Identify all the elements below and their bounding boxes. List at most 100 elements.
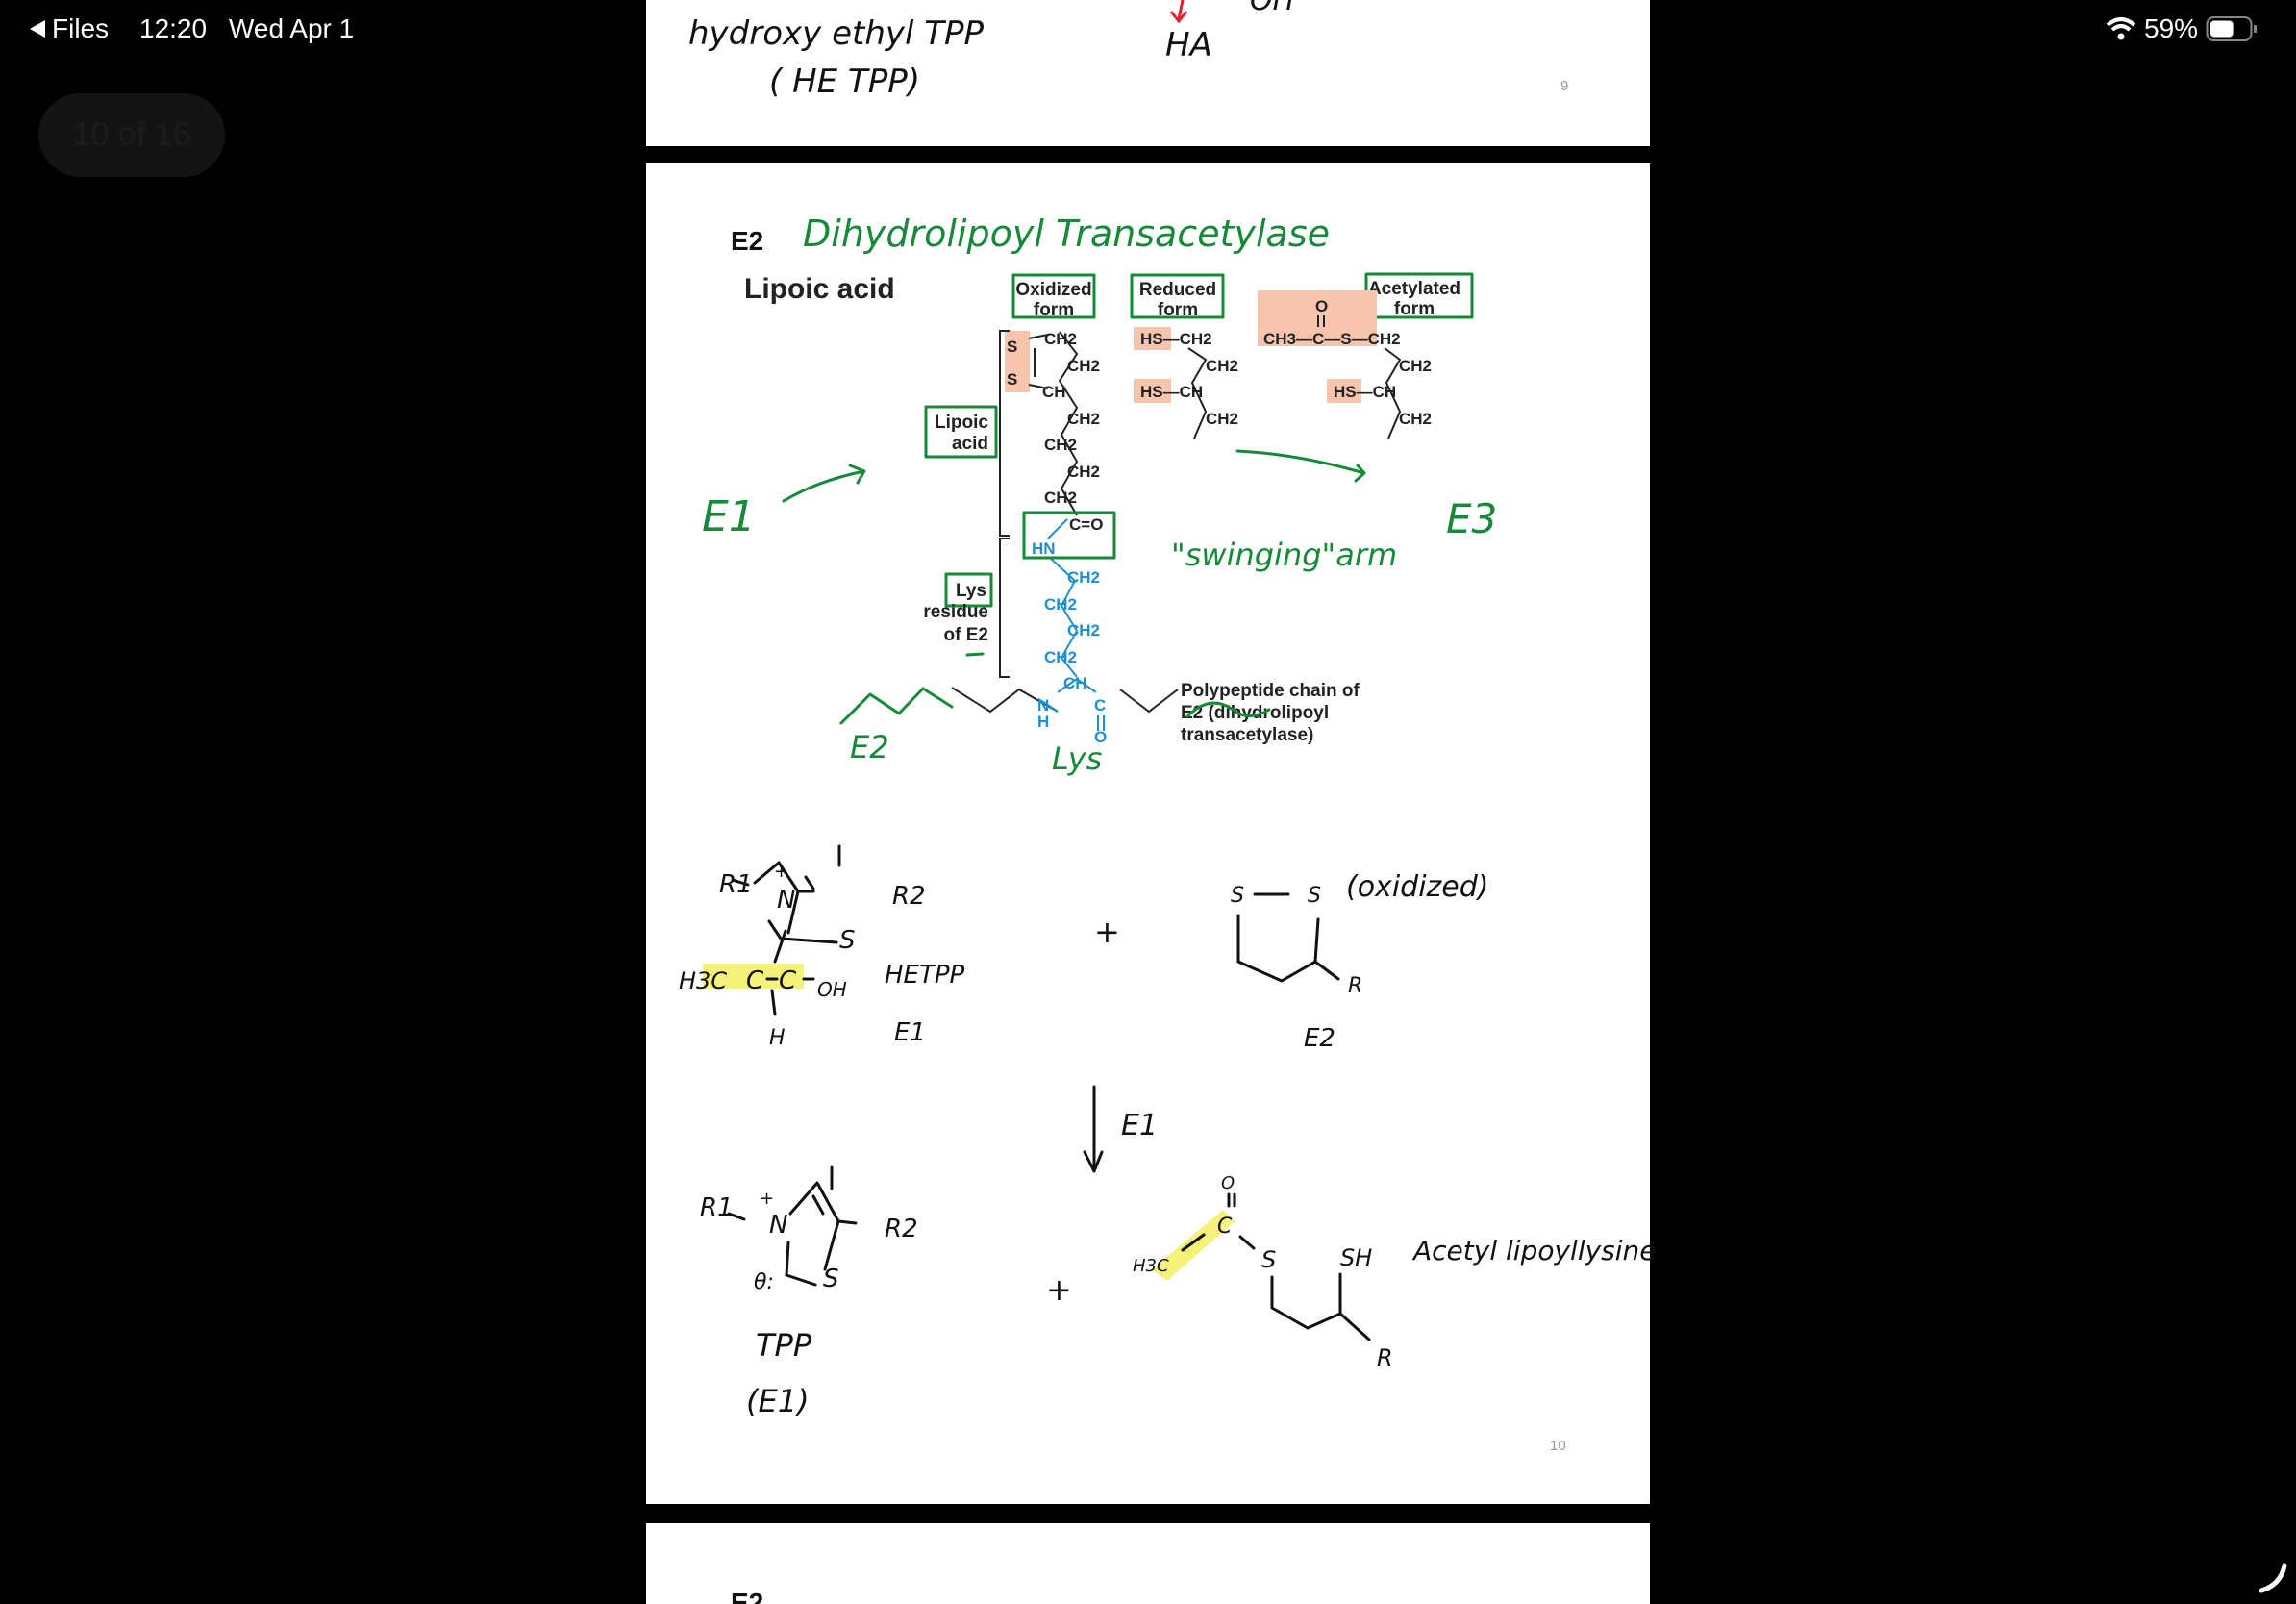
reduced-bonds <box>1187 347 1208 439</box>
acetylated-label-2: form <box>1394 299 1435 319</box>
hs-highlight-2 <box>1134 379 1171 403</box>
reduced-box <box>1130 273 1225 319</box>
acetyl-highlight-yellow <box>1152 1210 1235 1281</box>
brackets <box>999 330 1010 678</box>
reaction-arrow <box>1083 1085 1104 1173</box>
e2-chain-squiggle <box>839 687 954 725</box>
e1-label: E1 <box>894 1018 926 1047</box>
page-number: 10 <box>1550 1438 1566 1454</box>
chain-atom: CH <box>1063 674 1087 692</box>
hetpp-label: HETPP <box>885 961 965 990</box>
oh-label: OH <box>817 978 847 1001</box>
chain-atom: CH2 <box>1067 568 1100 587</box>
plus-sign: + <box>1094 914 1120 950</box>
chain-atom: S <box>1007 370 1017 388</box>
backbone-n: N <box>1037 696 1049 714</box>
status-time: 12:20 <box>139 13 208 43</box>
plus-charge: + <box>774 862 788 882</box>
previous-page <box>646 0 1650 146</box>
hetpp-highlight <box>703 964 804 989</box>
tpp-label: TPP <box>756 1327 812 1364</box>
next-page-heading: E2 <box>731 1588 763 1604</box>
disulfide-highlight <box>1005 331 1030 392</box>
acetyl-hs-ch: HS—CH <box>1334 383 1396 401</box>
e2-heading: E2 <box>731 226 763 256</box>
oxidized-chain: SSCH2CH2CHCH2CH2CH2CH2C=OHNCH2CH2CH2CH2C… <box>1007 330 1103 692</box>
lys-side-box <box>944 572 993 608</box>
lipoic-side-label: Lipoic <box>935 413 988 433</box>
backbone-h: H <box>1037 713 1049 731</box>
h3c-label: H3C <box>679 967 727 994</box>
back-to-files-button[interactable]: Files <box>29 13 109 44</box>
acyl-c-label: C <box>1217 1215 1233 1239</box>
polypeptide-label-1: Polypeptide chain of <box>1181 681 1360 701</box>
battery-percent: 59% <box>2144 13 2199 43</box>
reduced-hs-ch2: HS—CH2 <box>1140 330 1212 348</box>
backbone-c: C <box>1094 696 1106 714</box>
tpp-r1-label: R1 <box>700 1193 734 1222</box>
tilde-mark <box>965 652 985 657</box>
residue-label: residue <box>923 602 988 622</box>
s2-label: S <box>1308 884 1321 908</box>
plus-sign-2: + <box>1046 1271 1072 1308</box>
disulfide-bonds <box>1028 334 1049 389</box>
c1-label: C <box>746 966 764 995</box>
backbone-right <box>1119 689 1179 714</box>
backbone-o: O <box>1094 728 1107 746</box>
back-label: Files <box>52 13 110 43</box>
n-label: N <box>777 886 795 915</box>
acetylated-label: Acetylated <box>1368 279 1460 299</box>
polypeptide-label-2: E2 (dihydrolipoyl <box>1181 703 1329 723</box>
h-label: H <box>769 1026 786 1050</box>
page-indicator: 10 of 16 <box>38 93 225 177</box>
e1-arrow <box>782 464 866 503</box>
polypeptide-label-3: transacetylase) <box>1181 725 1313 745</box>
s1-label: S <box>1231 884 1244 908</box>
e2-label: E2 <box>1304 1024 1335 1053</box>
tpp-s-label: S <box>823 1265 839 1293</box>
chain-atom: HN <box>1032 539 1056 558</box>
lipoic-acid-heading: Lipoic acid <box>744 273 895 305</box>
tpp-enzyme-label: (E1) <box>746 1383 810 1419</box>
lys-side-label: Lys <box>956 581 986 601</box>
reduced-ch2: CH2 <box>1206 357 1238 375</box>
reduced-label: Reduced <box>1139 280 1216 300</box>
chain-atom: CH2 <box>1044 436 1077 454</box>
chain-atom: CH <box>1042 383 1066 401</box>
handwritten-title: Dihydrolipoyl Transacetylase <box>803 213 1330 255</box>
oxidized-box <box>1011 273 1096 319</box>
acyl-o-label: O <box>1221 1173 1235 1193</box>
acetyl-ch2-2: CH2 <box>1399 410 1432 428</box>
e2-annotation: E2 <box>850 729 889 765</box>
carbonyl-bond <box>1097 715 1105 731</box>
thiazolium-ring-bonds <box>731 844 841 1016</box>
lysine-bonds <box>1047 518 1079 678</box>
r2-label: R2 <box>892 882 926 911</box>
red-arrow-icon <box>1169 0 1188 24</box>
lipoic-side-box <box>924 405 998 459</box>
status-right: 59% <box>2106 13 2258 44</box>
e3-arrow <box>1235 449 1366 483</box>
tpp-r2-label: R2 <box>885 1215 918 1243</box>
acetyl-bonds <box>1384 347 1402 439</box>
product-r-label: R <box>1377 1344 1393 1371</box>
of-e2-label: of E2 <box>944 625 988 645</box>
oxidized-note: (oxidized) <box>1346 870 1488 904</box>
polypeptide-squiggle <box>1185 701 1271 718</box>
lipoamide-ring-bonds <box>1236 892 1340 983</box>
s-label: S <box>839 926 856 955</box>
lys-annotation: Lys <box>1052 740 1102 777</box>
e3-annotation: E3 <box>1446 495 1497 542</box>
hs-highlight-1 <box>1134 327 1171 350</box>
acetyl-thioester: CH3—C—S—CH2 <box>1263 330 1401 348</box>
chain-atom: C=O <box>1069 515 1103 534</box>
chain-atom: CH2 <box>1044 489 1077 507</box>
scroll-indicator[interactable] <box>2259 1563 2287 1593</box>
lipoyl-bonds <box>1058 331 1079 516</box>
acetyl-o: O <box>1315 297 1328 315</box>
chain-atom: CH2 <box>1067 463 1100 481</box>
chain-atom: CH2 <box>1044 595 1077 614</box>
oxidized-label-2: form <box>1034 300 1074 320</box>
prev-oh-label: OH <box>1250 0 1294 17</box>
